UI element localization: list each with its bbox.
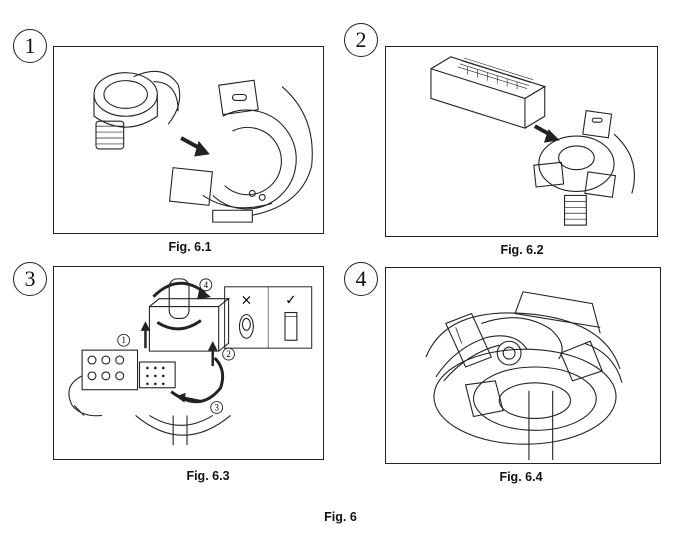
callout-1: 1 <box>121 335 125 345</box>
callout-2: 2 <box>226 349 230 359</box>
step-badge-4: 4 <box>344 262 378 296</box>
step-badge-3: 3 <box>13 262 47 296</box>
callout-3: 3 <box>214 403 219 413</box>
figure-6-4-panel <box>385 267 661 464</box>
fig-6-3-caption: Fig. 6.3 <box>186 469 230 483</box>
step-badge-1: 1 <box>13 29 47 63</box>
wrong-symbol: × <box>241 293 253 309</box>
step-badge-2: 2 <box>344 23 378 57</box>
fig-6-1-caption: Fig. 6.1 <box>168 240 212 254</box>
figure-6-3-panel: 1 2 3 4 × ✓ <box>53 266 324 460</box>
fig-6-2-illustration <box>430 56 635 226</box>
callout-4: 4 <box>204 280 209 290</box>
fig-6-2-caption: Fig. 6.2 <box>500 243 544 257</box>
right-symbol: ✓ <box>285 293 297 309</box>
fig-6-4-caption: Fig. 6.4 <box>499 470 543 484</box>
figure-6-2-panel <box>385 46 658 237</box>
fig-6-3-illustration: 1 2 3 4 × ✓ <box>68 278 313 446</box>
main-figure-caption: Fig. 6 <box>324 510 357 524</box>
fig-6-4-illustration <box>425 291 623 461</box>
fig-6-1-illustration <box>93 70 313 223</box>
figure-6-1-panel <box>53 46 324 234</box>
